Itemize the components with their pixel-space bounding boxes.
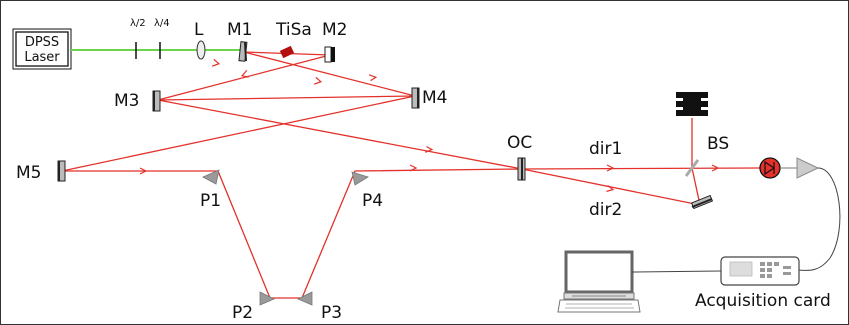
computer-cable [631, 270, 722, 273]
mirror-m2 [324, 46, 335, 63]
beam-splitter [684, 159, 700, 177]
cavity-beam-paths [61, 51, 761, 299]
output-coupler [517, 157, 526, 181]
dir2-label: dir2 [589, 200, 622, 220]
m1-label: M1 [227, 20, 252, 40]
oc-label: OC [507, 133, 532, 153]
acquisition-card [720, 256, 800, 286]
mirror-m1 [238, 41, 248, 62]
prism-p4 [351, 171, 369, 186]
computer-icon [557, 250, 641, 313]
mirror-m5 [57, 160, 66, 182]
lens-label: L [194, 20, 204, 40]
laser-label-line1: DPSS [25, 35, 59, 50]
bs-label: BS [707, 134, 729, 154]
p2-label: P2 [232, 303, 253, 323]
p4-label: P4 [362, 191, 383, 211]
quarter-wave-plate-label: λ/4 [154, 18, 170, 29]
laser-label-line2: Laser [24, 50, 60, 65]
dir1-label: dir1 [589, 139, 622, 159]
mirror-m3 [152, 90, 161, 112]
half-wave-plate-label: λ/2 [130, 18, 146, 29]
signal-cable [797, 167, 841, 271]
beam-dump [676, 92, 708, 116]
acquisition-card-label: Acquisition card [695, 291, 831, 311]
p1-label: P1 [200, 191, 221, 211]
p3-label: P3 [321, 303, 342, 323]
mirror-dir2 [690, 194, 714, 210]
m5-label: M5 [16, 163, 41, 183]
prism-p2 [259, 291, 275, 306]
lens-l [196, 40, 206, 60]
dpss-laser: DPSS Laser [12, 28, 72, 70]
prism-p1 [202, 169, 220, 185]
photodiode [759, 157, 781, 179]
tisa-crystal [279, 45, 295, 59]
m3-label: M3 [114, 91, 139, 111]
m4-label: M4 [422, 88, 447, 108]
prism-p3 [297, 291, 313, 306]
mirror-m4 [411, 87, 420, 109]
amplifier [796, 157, 820, 179]
beam-direction-arrows [139, 58, 720, 192]
tisa-label: TiSa [275, 20, 312, 40]
m2-label: M2 [322, 20, 347, 40]
